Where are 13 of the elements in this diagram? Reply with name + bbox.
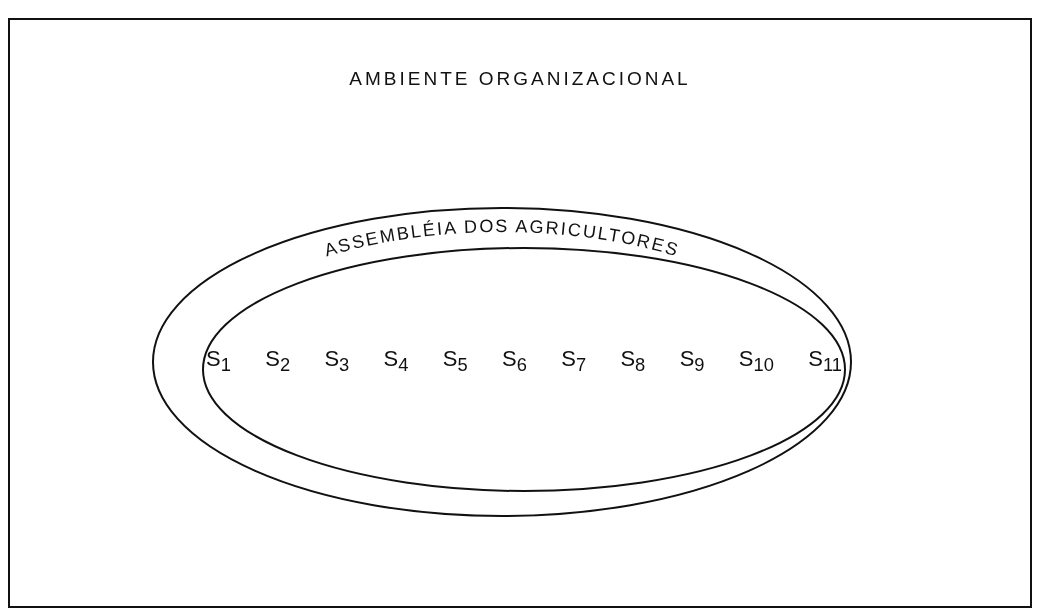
- member-label: S$_{11}$: [808, 345, 842, 376]
- member-label: S$_{5}$: [442, 345, 468, 376]
- member-label: S$_{6}$: [502, 345, 527, 376]
- member-label: S$_{1}$: [206, 345, 231, 376]
- member-label: S$_{9}$: [679, 345, 705, 376]
- member-label: S$_{4}$: [383, 345, 409, 376]
- member-label: S$_{8}$: [620, 345, 646, 376]
- member-label: S$_{10}$: [738, 345, 774, 376]
- member-label: S$_{3}$: [324, 345, 350, 376]
- member-label: S$_{7}$: [561, 345, 587, 376]
- member-label: S$_{2}$: [265, 345, 291, 376]
- frame-title: AMBIENTE ORGANIZACIONAL: [348, 68, 692, 90]
- environment-frame: [8, 18, 1032, 608]
